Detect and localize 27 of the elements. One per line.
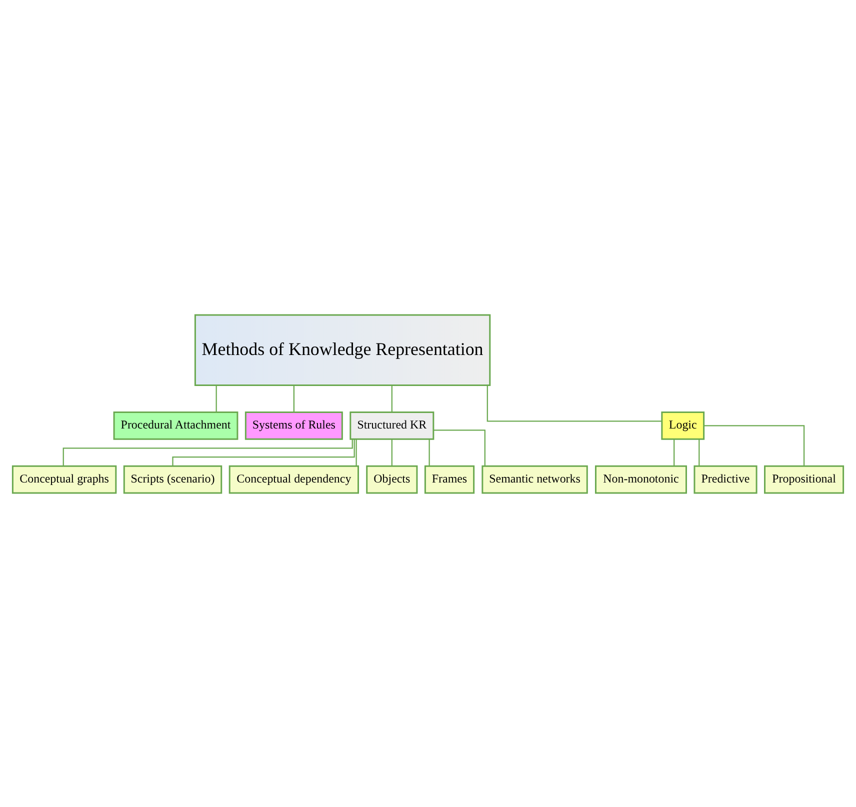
connector (216, 385, 217, 412)
connector (486, 384, 662, 422)
node-box: Scripts (scenario) (123, 464, 222, 494)
node-box: Objects (366, 464, 418, 494)
node-box: Logic (661, 410, 705, 440)
node-box: Conceptual graphs (12, 464, 117, 494)
node-box: Frames (424, 464, 475, 494)
node-box: Propositional (764, 464, 844, 494)
node-box: Systems of Rules (244, 410, 343, 440)
connector (172, 438, 355, 466)
node-box: Structured KR (350, 410, 434, 440)
connector (704, 424, 805, 466)
node-box: Conceptual dependency (228, 464, 359, 494)
node-box: Semantic networks (482, 464, 588, 494)
connector (391, 438, 392, 466)
node-box: Predictive (694, 464, 758, 494)
connector (293, 385, 294, 412)
connector (391, 385, 392, 412)
connector (428, 438, 430, 466)
connector (674, 438, 675, 466)
connector (434, 429, 486, 466)
connector (698, 438, 700, 466)
node-box: Methods of Knowledge Representation (194, 314, 491, 386)
node-box: Procedural Attachment (113, 410, 238, 440)
node-box: Non-monotonic (594, 464, 687, 494)
connector (62, 438, 353, 466)
connector (356, 438, 357, 466)
